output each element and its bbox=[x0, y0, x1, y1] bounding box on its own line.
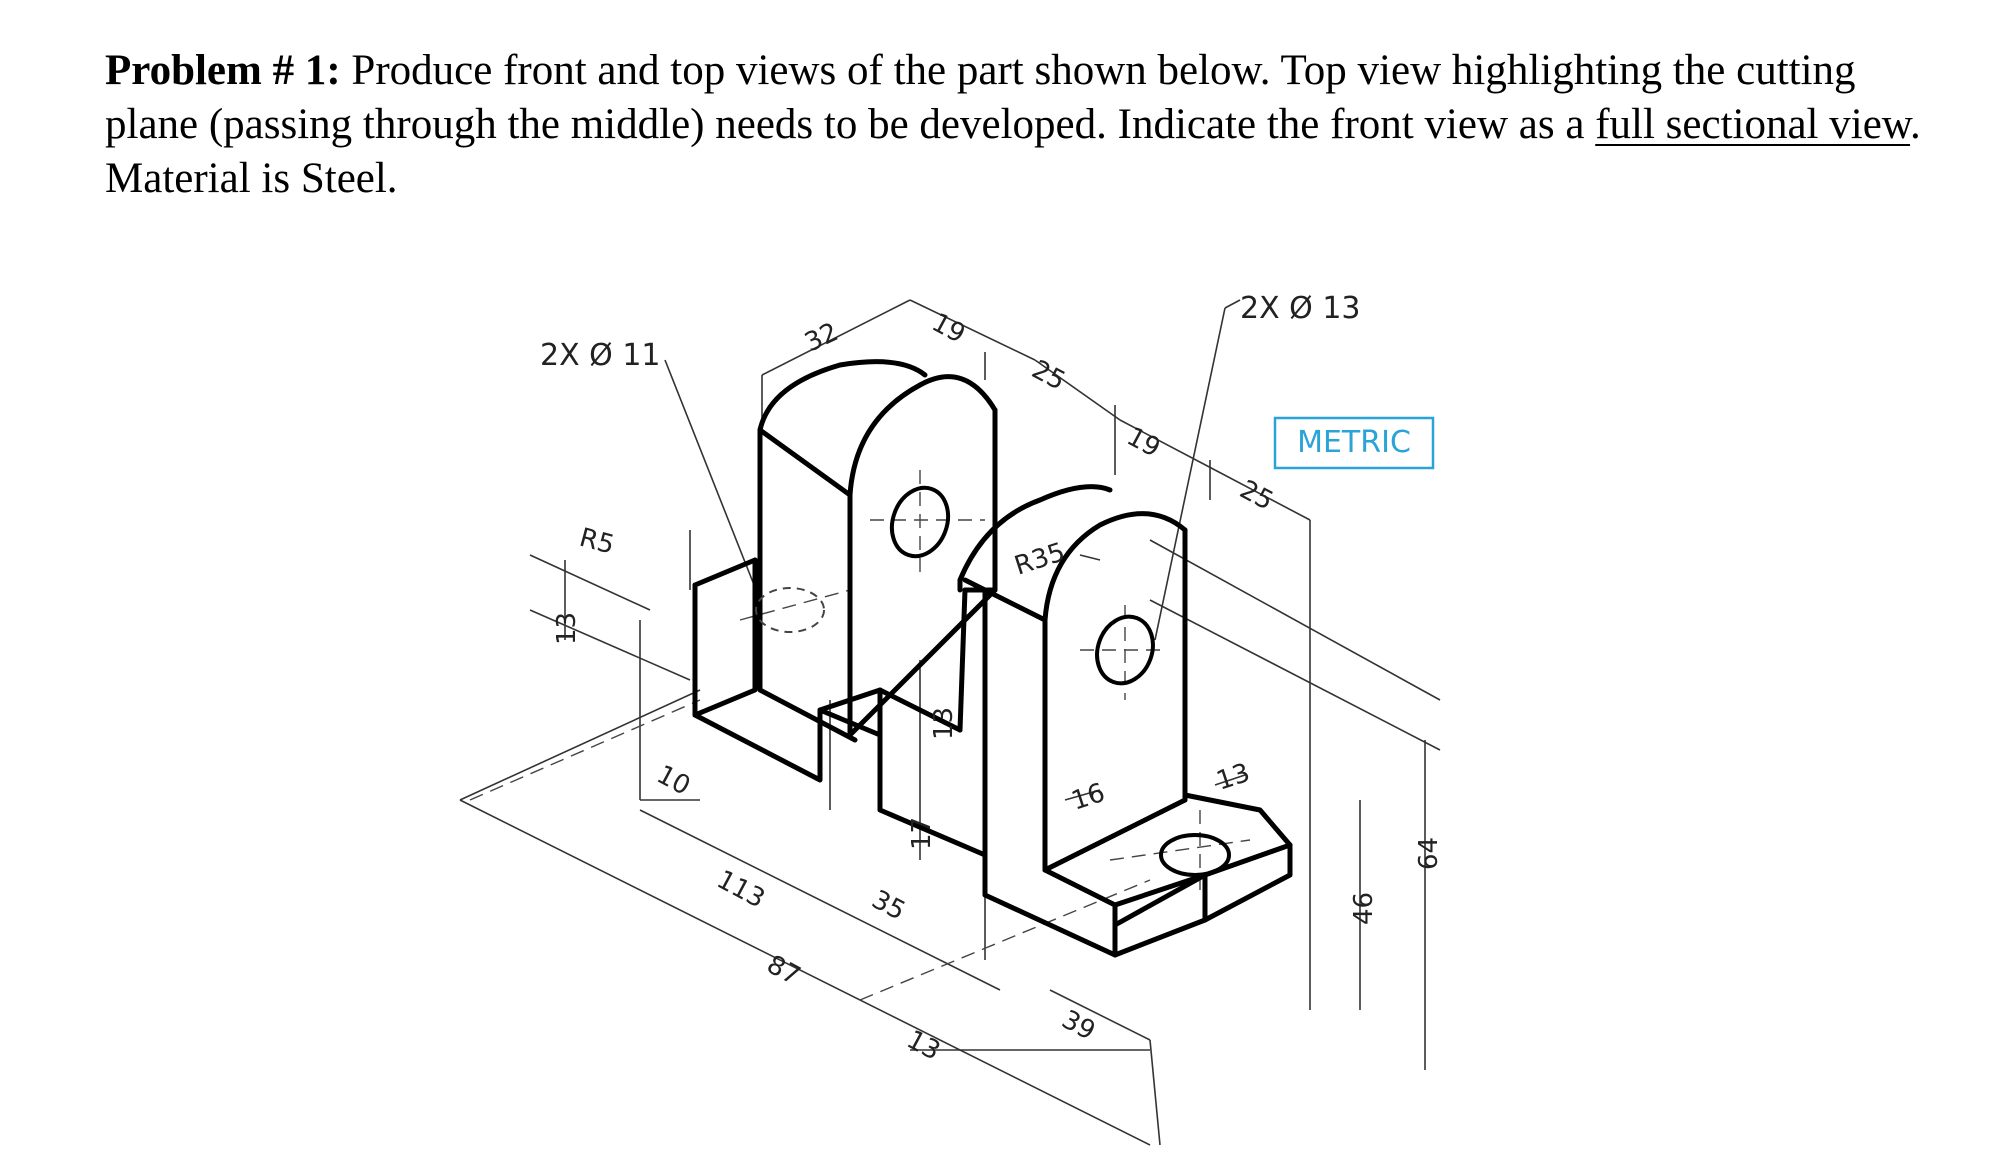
dim-r5: R5 bbox=[576, 523, 617, 561]
problem-text-1: Produce front and top views of the part … bbox=[105, 47, 1856, 148]
hole-note-right: 2X Ø 13 bbox=[1240, 291, 1361, 326]
problem-text-2: . Material is Steel. bbox=[105, 101, 1921, 202]
dim-25-top: 25 bbox=[1027, 355, 1070, 397]
dimension-lines bbox=[459, 299, 1441, 1146]
dim-13-hole: 13 bbox=[1213, 758, 1254, 797]
problem-statement: Problem # 1: Produce front and top views… bbox=[105, 44, 1935, 206]
dim-19-top: 19 bbox=[927, 308, 970, 350]
dim-16: 16 bbox=[1068, 778, 1109, 817]
part-outline bbox=[692, 359, 1293, 958]
dim-13-bottom: 13 bbox=[902, 1025, 945, 1067]
dim-r35: R35 bbox=[1011, 537, 1069, 581]
dim-10: 10 bbox=[652, 760, 695, 802]
problem-underlined-phrase: full sectional view bbox=[1595, 101, 1911, 148]
metric-badge bbox=[1273, 416, 1435, 470]
dim-13-mid: 13 bbox=[929, 707, 959, 740]
dim-46: 46 bbox=[1349, 892, 1379, 925]
dim-19-mid: 19 bbox=[1122, 422, 1165, 464]
problem-label: Problem # 1: bbox=[105, 47, 341, 94]
dim-87: 87 bbox=[762, 950, 805, 992]
dim-113: 113 bbox=[712, 865, 770, 915]
dim-17: 17 bbox=[907, 817, 937, 850]
dim-64: 64 bbox=[1414, 837, 1444, 870]
hole-note-left: 2X Ø 11 bbox=[540, 338, 661, 373]
dim-13-left: 13 bbox=[552, 612, 582, 645]
metric-badge-label: METRIC bbox=[1297, 425, 1411, 460]
dim-25-right: 25 bbox=[1235, 475, 1278, 517]
dim-35: 35 bbox=[867, 885, 910, 927]
